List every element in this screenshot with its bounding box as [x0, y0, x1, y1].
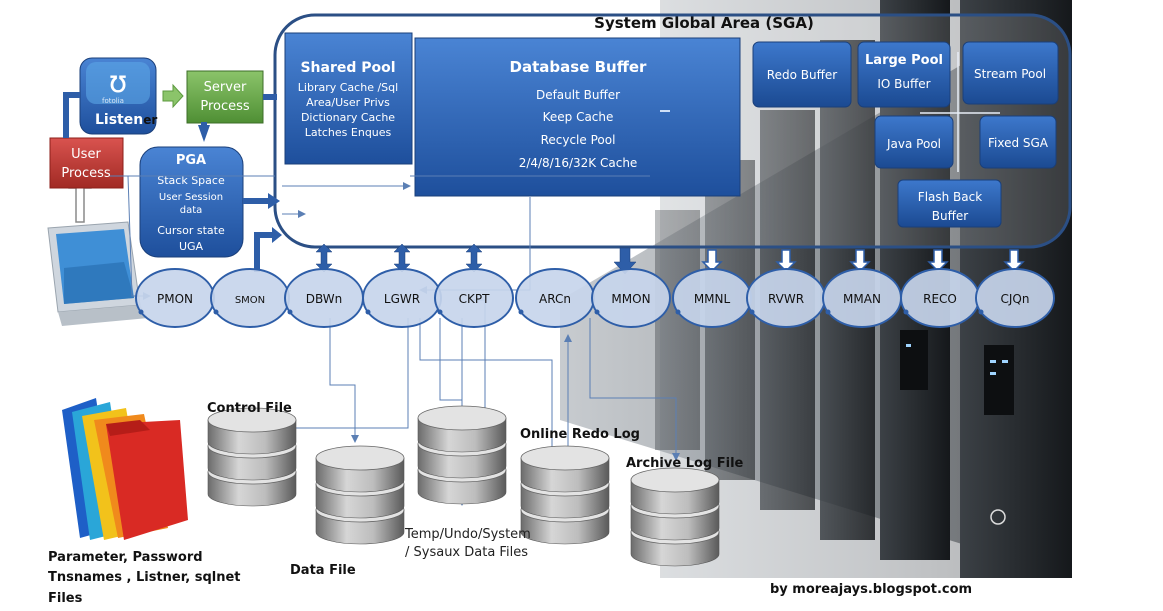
stream-pool-box[interactable]: Stream Pool	[962, 41, 1059, 105]
pga-sga-connectors	[243, 193, 282, 272]
hollow-down-arrows	[701, 249, 1025, 273]
process-rvwr[interactable]: RVWR	[746, 268, 826, 328]
process-label: RVWR	[768, 292, 804, 306]
sga-inner-connectors	[920, 52, 1000, 172]
server-process-line-1: Server	[204, 80, 247, 95]
temp-undo-disk-icon	[417, 405, 507, 505]
listener-to-server-arrow	[162, 83, 184, 109]
process-label: DBWn	[306, 292, 343, 306]
pga-title: PGA	[176, 153, 206, 168]
temp-undo-line-1: Temp/Undo/System	[404, 527, 531, 542]
process-mmon[interactable]: MMON	[591, 268, 671, 328]
shared-pool-line-3: Dictionary Cache	[301, 111, 395, 124]
shared-pool-title: Shared Pool	[300, 60, 395, 76]
shared-pool-box[interactable]: Shared Pool Library Cache /Sql Area/User…	[284, 32, 413, 165]
database-buffer-line-2: Keep Cache	[543, 110, 614, 124]
java-pool-label: Java Pool	[886, 137, 941, 151]
process-reco[interactable]: RECO	[900, 268, 980, 328]
dash-mark	[660, 110, 670, 112]
shared-pool-line-2: Area/User Privs	[306, 96, 390, 109]
process-label: MMNL	[694, 292, 731, 306]
listener-label: Listener	[95, 112, 157, 128]
control-file-disk-icon	[207, 407, 297, 507]
database-buffer-line-3: Recycle Pool	[541, 133, 616, 147]
flashback-buffer-box[interactable]: Flash Back Buffer	[897, 179, 1002, 228]
stream-pool-label: Stream Pool	[974, 67, 1046, 81]
background-processes: PMON SMON DBWn LGWR CKPT ARCn MMON MMNL RVWR MMAN…	[135, 268, 1055, 328]
process-smon[interactable]: SMON	[210, 268, 290, 328]
fixed-sga-box[interactable]: Fixed SGA	[979, 115, 1057, 169]
parameter-files-icon	[62, 398, 188, 540]
process-ckpt[interactable]: CKPT	[434, 268, 514, 328]
listener-box[interactable]: ʊ fotolia Listener	[79, 57, 157, 135]
large-pool-box[interactable]: Large Pool IO Buffer	[857, 41, 951, 108]
process-arcn[interactable]: ARCn	[515, 268, 595, 328]
archive-log-disk-icon	[630, 467, 720, 567]
process-label: SMON	[235, 295, 265, 306]
pga-line-5: UGA	[179, 240, 204, 253]
process-label: MMON	[611, 292, 650, 306]
process-cjqn[interactable]: CJQn	[975, 268, 1055, 328]
process-label: RECO	[923, 292, 957, 306]
process-mmnl[interactable]: MMNL	[672, 268, 752, 328]
process-label: LGWR	[384, 292, 420, 306]
sga-process-arrows	[315, 243, 637, 275]
online-redo-label: Online Redo Log	[520, 427, 640, 442]
pga-box[interactable]: PGA Stack Space User Session data Cursor…	[139, 146, 244, 258]
process-lgwr[interactable]: LGWR	[362, 268, 442, 328]
process-label: CKPT	[459, 292, 490, 306]
user-process-box[interactable]: User Process	[49, 137, 124, 189]
disk-icons	[207, 405, 720, 567]
large-pool-sub: IO Buffer	[877, 77, 930, 91]
client-connectors	[63, 92, 277, 142]
server-process-box[interactable]: Server Process	[186, 70, 264, 124]
process-label: PMON	[157, 292, 193, 306]
control-file-label: Control File	[207, 401, 292, 416]
pga-line-1: Stack Space	[157, 174, 225, 187]
pga-line-3: data	[180, 205, 203, 216]
parameter-line-2: Tnsnames , Listner, sqlnet	[48, 570, 241, 585]
parameter-line-1: Parameter, Password	[48, 550, 203, 565]
process-label: MMAN	[843, 292, 881, 306]
online-redo-disk-icon	[520, 445, 610, 545]
credit-label: by moreajays.blogspot.com	[770, 582, 972, 597]
database-buffer-line-1: Default Buffer	[536, 88, 620, 102]
fixed-sga-label: Fixed SGA	[988, 136, 1049, 150]
ear-icon: ʊ	[109, 65, 128, 100]
flashback-line-2: Buffer	[932, 209, 968, 223]
user-process-line-2: Process	[61, 166, 111, 181]
process-label: CJQn	[1001, 292, 1030, 306]
flashback-line-1: Flash Back	[918, 190, 982, 204]
sga-title: System Global Area (SGA)	[594, 14, 814, 32]
process-mman[interactable]: MMAN	[822, 268, 902, 328]
process-label: ARCn	[539, 292, 571, 306]
database-buffer-box[interactable]: Database Buffer Default Buffer Keep Cach…	[414, 37, 741, 197]
parameter-line-3: Files	[48, 591, 83, 606]
redo-buffer-box[interactable]: Redo Buffer	[752, 41, 852, 108]
process-pmon[interactable]: PMON	[135, 268, 215, 328]
pga-line-2: User Session	[159, 192, 223, 203]
database-buffer-line-4: 2/4/8/16/32K Cache	[519, 156, 638, 170]
archive-log-label: Archive Log File	[626, 456, 744, 471]
redo-buffer-label: Redo Buffer	[767, 68, 837, 82]
laptop-icon	[47, 221, 148, 326]
shared-pool-line-4: Latches Enques	[305, 126, 392, 139]
user-process-line-1: User	[71, 147, 101, 162]
data-file-disk-icon	[315, 445, 405, 545]
java-pool-box[interactable]: Java Pool	[874, 115, 954, 169]
data-file-label: Data File	[290, 563, 356, 578]
server-process-line-2: Process	[200, 99, 250, 114]
temp-undo-line-2: / Sysaux Data Files	[405, 545, 528, 560]
shared-pool-line-1: Library Cache /Sql	[298, 81, 398, 94]
database-buffer-title: Database Buffer	[510, 58, 647, 76]
pga-line-4: Cursor state	[157, 224, 225, 237]
process-dbwn[interactable]: DBWn	[284, 268, 364, 328]
listener-watermark: fotolia	[102, 97, 124, 105]
large-pool-title: Large Pool	[865, 53, 943, 68]
